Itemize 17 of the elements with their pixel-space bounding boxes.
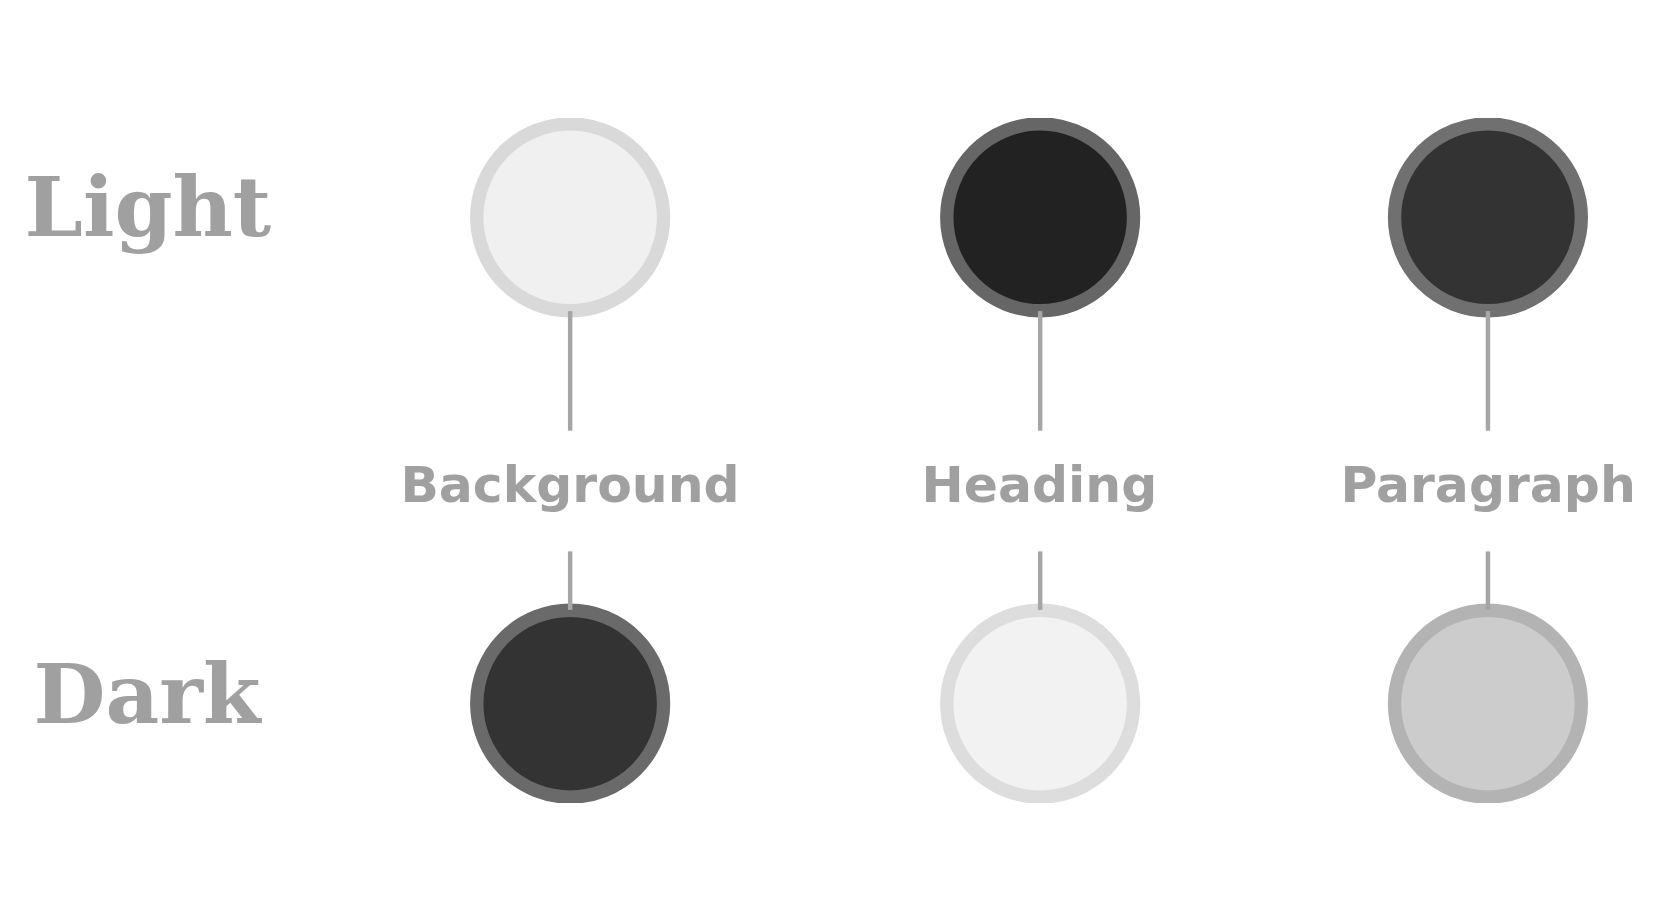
connector [1037,310,1043,431]
node-circle [1387,117,1588,317]
connector [1485,550,1491,610]
node-circle [470,603,671,803]
node-text: Background [400,454,740,514]
node-circle [470,117,671,317]
connector [567,310,573,431]
connector [567,550,573,610]
connector [1485,310,1491,431]
node-circle [940,117,1141,317]
node-text: Paragraph [1340,454,1636,514]
connector [1037,550,1043,610]
label: Light [24,157,272,256]
node-text: Heading [921,454,1158,514]
label: Dark [33,644,261,743]
node-circle [1387,603,1588,803]
node-circle [940,603,1141,803]
